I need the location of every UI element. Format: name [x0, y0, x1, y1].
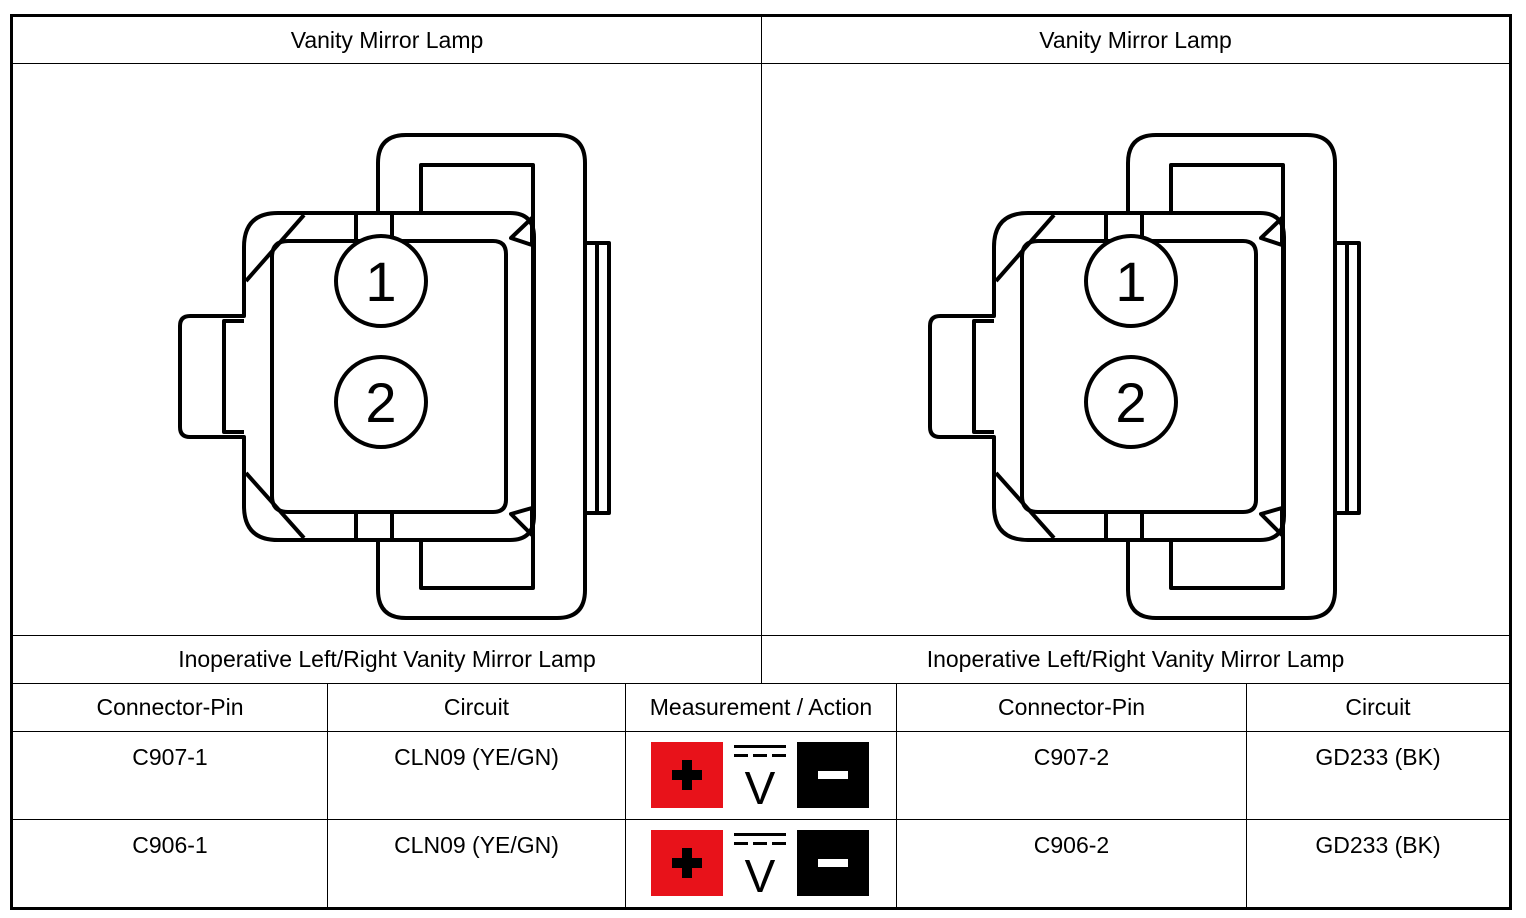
- pin-1-label: 1: [1115, 250, 1146, 313]
- connector-face-right: 1 2: [928, 133, 1361, 620]
- svg-text:V: V: [745, 762, 776, 808]
- row-divider: [13, 819, 1509, 820]
- negative-lead: [797, 742, 869, 808]
- positive-lead: [651, 742, 723, 808]
- negative-lead: [797, 830, 869, 896]
- pin-1-marker: 1: [1084, 234, 1178, 328]
- plus-icon: [672, 760, 702, 790]
- column-divider: [896, 683, 897, 910]
- pin-2-label: 2: [365, 371, 396, 434]
- connector-title-right: Vanity Mirror Lamp: [1039, 26, 1232, 53]
- header-circuit: Circuit: [443, 694, 510, 720]
- row-divider: [13, 683, 1509, 684]
- table-cell-circuit-b: GD233 (BK): [1315, 832, 1441, 858]
- header-connector-pin: Connector-Pin: [997, 694, 1146, 720]
- symptom-left: Inoperative Left/Right Vanity Mirror Lam…: [178, 646, 596, 672]
- pin-1-marker: 1: [334, 234, 428, 328]
- column-divider: [1246, 683, 1247, 910]
- minus-icon: [818, 859, 848, 867]
- pinout-table: Vanity Mirror Lamp Vanity Mirror Lamp 1 …: [10, 14, 1512, 910]
- table-cell-circuit-a: CLN09 (YE/GN): [394, 744, 559, 770]
- column-divider: [327, 683, 328, 910]
- pin-2-marker: 2: [1084, 355, 1178, 449]
- svg-text:V: V: [745, 850, 776, 896]
- pin-1-label: 1: [365, 250, 396, 313]
- table-cell-circuit-a: CLN09 (YE/GN): [394, 832, 559, 858]
- pin-2-marker: 2: [334, 355, 428, 449]
- plus-icon: [672, 848, 702, 878]
- positive-lead: [651, 830, 723, 896]
- header-connector-pin: Connector-Pin: [96, 694, 244, 720]
- dc-voltage-icon: V: [734, 745, 786, 808]
- table-cell-pin-a: C907-1: [132, 744, 208, 770]
- column-divider: [761, 17, 762, 683]
- pin-2-label: 2: [1115, 371, 1146, 434]
- column-divider: [625, 683, 626, 910]
- symptom-right: Inoperative Left/Right Vanity Mirror Lam…: [926, 646, 1345, 672]
- minus-icon: [818, 771, 848, 779]
- table-cell-pin-b: C906-2: [1033, 832, 1110, 858]
- dc-voltage-measurement: V: [651, 742, 869, 808]
- table-cell-pin-b: C907-2: [1033, 744, 1110, 770]
- header-circuit: Circuit: [1345, 694, 1411, 720]
- header-measurement-action: Measurement / Action: [649, 694, 873, 720]
- connector-title-left: Vanity Mirror Lamp: [290, 26, 484, 53]
- row-divider: [13, 731, 1509, 732]
- dc-voltage-icon: V: [734, 833, 786, 896]
- dc-voltage-measurement: V: [651, 830, 869, 896]
- table-cell-circuit-b: GD233 (BK): [1315, 744, 1441, 770]
- connector-face-left: 1 2: [178, 133, 611, 620]
- table-cell-pin-a: C906-1: [132, 832, 208, 858]
